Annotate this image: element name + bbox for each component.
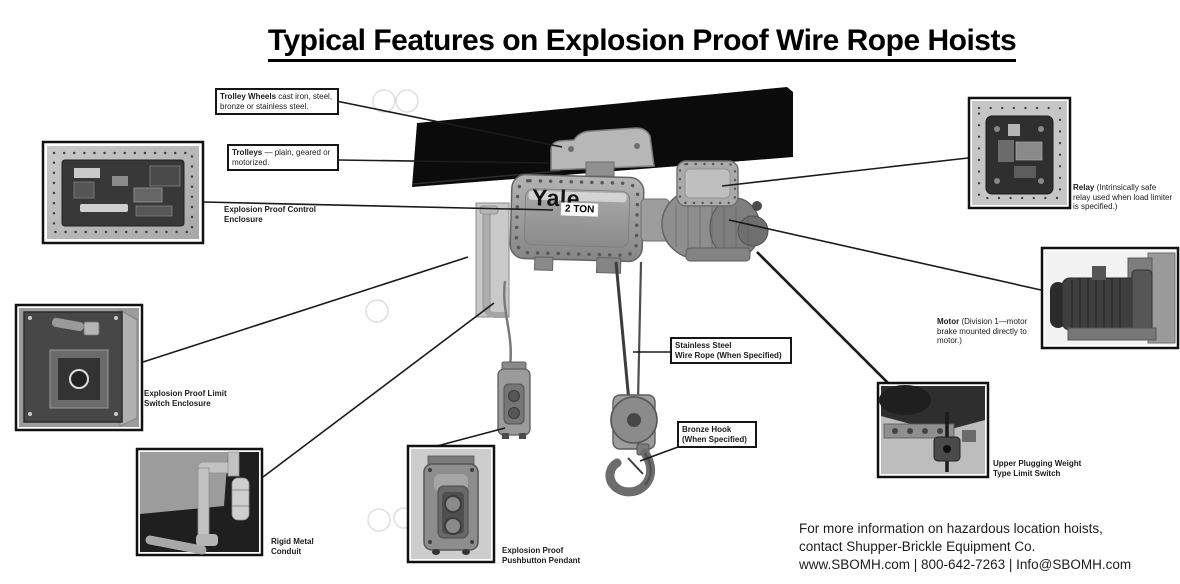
callout-trolleys-lead: Trolleys (232, 148, 263, 157)
trolley-illustration (550, 127, 655, 177)
hoist-capacity-badge: 2 TON (560, 202, 599, 217)
callout-line-upper-switch (756, 251, 897, 392)
callout-lines (142, 100, 1042, 478)
footer-line3: www.SBOMH.com | 800-642-7263 | Info@SBOM… (799, 557, 1132, 572)
relay-enclosure-illustration (676, 160, 739, 207)
callout-pendant-line2: Pushbutton Pendant (502, 555, 581, 565)
callout-conduit: Rigid Metal Conduit (271, 537, 314, 556)
callout-line-bronze-hook (639, 446, 679, 462)
callout-relay-lead: Relay (1073, 183, 1095, 192)
callout-trolley-wheels: Trolley Wheels cast iron, steel, bronze … (215, 88, 339, 115)
footer-line1: For more information on hazardous locati… (799, 521, 1103, 536)
callout-trolleys-rest: — plain, geared or motorized. (232, 148, 331, 167)
callout-upper-switch: Upper Plugging Weight Type Limit Switch (993, 459, 1081, 478)
punch-hole-marks (365, 89, 419, 532)
hook-block-illustration (605, 394, 658, 497)
conduit-photo (135, 447, 264, 557)
callout-pendant: Explosion Proof Pushbutton Pendant (502, 546, 580, 565)
footer-line2: contact Shupper-Brickle Equipment Co. (799, 539, 1036, 554)
callout-line-trolley-wheels (335, 100, 563, 148)
callout-motor-rest: (Division 1—motor brake mounted directly… (937, 317, 1028, 345)
callout-control-enclosure-line1: Explosion Proof Control (224, 205, 316, 214)
hoist-body-illustration (509, 173, 645, 274)
wire-rope-illustration (614, 261, 643, 403)
relay-photo (967, 96, 1072, 210)
page-title-text: Typical Features on Explosion Proof Wire… (267, 24, 1017, 62)
callout-line-relay (721, 157, 969, 187)
callout-wire-rope-line2: Wire Rope (When Specified) (675, 350, 782, 360)
callout-limit-switch-line2: Switch Enclosure (144, 398, 211, 408)
upper-switch-photo (876, 381, 990, 479)
callout-wire-rope-line1: Stainless Steel (675, 341, 732, 350)
callout-control-enclosure: Explosion Proof Control Enclosure (224, 205, 316, 224)
pendant-photo (406, 444, 496, 564)
callout-limit-switch-line1: Explosion Proof Limit (144, 389, 227, 398)
callout-conduit-line1: Rigid Metal (271, 537, 314, 546)
callout-line-motor (728, 219, 1042, 291)
callout-pendant-line1: Explosion Proof (502, 546, 564, 555)
pendant-cable-illustration (503, 280, 512, 367)
callout-upper-switch-line2: Type Limit Switch (993, 468, 1061, 478)
callout-bronze-hook-line1: Bronze Hook (682, 425, 732, 434)
callout-upper-switch-line1: Upper Plugging Weight (993, 459, 1082, 468)
footer-contact: For more information on hazardous locati… (799, 520, 1131, 574)
callout-line-limit-switch (142, 256, 469, 363)
callout-wire-rope: Stainless Steel Wire Rope (When Specifie… (670, 337, 792, 364)
callout-motor-lead: Motor (937, 317, 960, 326)
mini-pendant-illustration (497, 361, 531, 439)
callout-relay-rest: (Intrinsically safe relay used when load… (1073, 183, 1173, 211)
callout-motor: Motor (Division 1—motor brake mounted di… (937, 317, 1043, 346)
callout-line-trolleys (337, 159, 550, 164)
callout-relay: Relay (Intrinsically safe relay used whe… (1073, 183, 1174, 212)
page-title: Typical Features on Explosion Proof Wire… (104, 24, 1180, 62)
callout-line-conduit (262, 302, 495, 478)
callout-trolley-wheels-lead: Trolley Wheels (220, 92, 277, 101)
limit-switch-photo (14, 303, 144, 432)
callout-bronze-hook: Bronze Hook (When Specified) (677, 421, 757, 448)
callout-trolley-wheels-rest: cast iron, steel, bronze or stainless st… (220, 92, 333, 111)
callout-bronze-hook-line2: (When Specified) (682, 434, 747, 444)
callout-control-enclosure-line2: Enclosure (224, 214, 263, 224)
callout-line-control-enclosure (203, 201, 554, 211)
control-enclosure-photo (41, 140, 205, 245)
motor-photo (1040, 246, 1180, 350)
callout-line-pendant (436, 427, 506, 447)
callout-trolleys: Trolleys — plain, geared or motorized. (227, 144, 339, 171)
callout-limit-switch: Explosion Proof Limit Switch Enclosure (144, 389, 227, 408)
callout-conduit-line2: Conduit (271, 546, 302, 556)
